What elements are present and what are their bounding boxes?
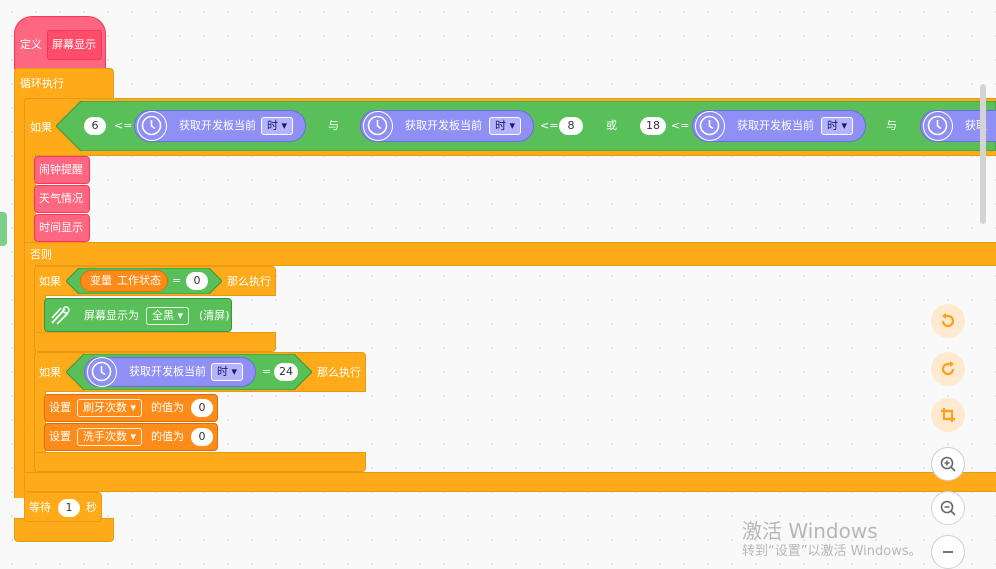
zoom-in-icon	[940, 456, 956, 472]
wait-value-field[interactable]: 1	[58, 499, 80, 517]
display-label: 屏幕显示为	[84, 309, 139, 322]
if-else-if-label: 如果	[30, 121, 52, 134]
clock-icon	[137, 111, 167, 141]
if1-bottom	[34, 332, 276, 352]
if2-sensor-label: 获取开发板当前	[129, 365, 206, 378]
and-label-2: 与	[886, 119, 897, 132]
or-label: 或	[606, 119, 617, 132]
set-value-field-1[interactable]: 0	[191, 399, 213, 417]
flyout-edge-tab[interactable]	[0, 212, 7, 246]
left-number-field[interactable]: 6	[84, 117, 106, 135]
set-value-field-2[interactable]: 0	[191, 428, 213, 446]
zoom-in-button[interactable]	[931, 447, 965, 481]
zoom-out-icon	[940, 500, 956, 516]
crop-icon	[941, 408, 955, 422]
sensor-block-3[interactable]: 获取开发板当前 时 ▾	[692, 110, 866, 142]
left-number-field-2[interactable]: 18	[640, 117, 666, 135]
if-else-condition-content: 6 <= 获取开发板当前 时 ▾ 与 获取开发板当前 时 ▾ <= 8 或 18…	[56, 101, 996, 151]
op-le-2: <=	[540, 119, 559, 132]
variable-reporter[interactable]: 变量 工作状态	[80, 270, 168, 292]
undo-icon	[941, 313, 955, 328]
crop-button[interactable]	[931, 398, 965, 432]
call-block-time[interactable]: 时间显示	[34, 214, 90, 242]
unit-dropdown-3[interactable]: 时 ▾	[821, 117, 854, 135]
display-suffix: (清屏)	[199, 309, 230, 322]
call-block-alarm[interactable]: 闹钟提醒	[34, 156, 90, 184]
right-number-field[interactable]: 8	[559, 117, 583, 135]
call-label: 时间显示	[39, 221, 83, 234]
if2-value-field[interactable]: 24	[274, 363, 298, 381]
define-keyword: 定义	[20, 38, 42, 51]
set-block-1[interactable]: 设置 刷牙次数 ▾ 的值为 0	[44, 394, 218, 422]
set-block-2[interactable]: 设置 洗手次数 ▾ 的值为 0	[44, 423, 218, 451]
reset-zoom-icon	[943, 551, 953, 553]
if1-then-label: 那么执行	[227, 275, 271, 288]
if2-eq: =	[262, 365, 272, 378]
define-name: 屏幕显示	[52, 38, 96, 51]
else-bar: 否则	[24, 242, 996, 266]
set-var-dropdown-1[interactable]: 刷牙次数 ▾	[77, 399, 143, 417]
clock-icon	[87, 357, 117, 387]
sensor-block-1[interactable]: 获取开发板当前 时 ▾	[134, 110, 306, 142]
call-label: 闹钟提醒	[39, 163, 83, 176]
define-block[interactable]: 定义 屏幕显示	[14, 16, 106, 72]
set-value-label: 的值为	[151, 430, 184, 443]
sensor-block-2[interactable]: 获取开发板当前 时 ▾	[360, 110, 534, 142]
call-block-weather[interactable]: 天气情况	[34, 185, 90, 213]
if1-value-field[interactable]: 0	[186, 272, 208, 290]
redo-icon	[941, 361, 955, 376]
reset-zoom-button[interactable]	[931, 535, 965, 569]
variable-name: 工作状态	[117, 274, 161, 287]
display-block[interactable]: 屏幕显示为 全黑 ▾ (清屏)	[44, 298, 232, 332]
clock-icon	[923, 111, 953, 141]
and-label-1: 与	[328, 119, 339, 132]
sensor-label-2: 获取开发板当前	[405, 119, 482, 132]
if1-label: 如果	[39, 275, 61, 288]
if1-eq: =	[172, 274, 182, 287]
vertical-scrollbar[interactable]	[980, 84, 986, 224]
set-value-label: 的值为	[151, 401, 184, 414]
else-label: 否则	[30, 248, 52, 261]
set-var-dropdown-2[interactable]: 洗手次数 ▾	[77, 428, 143, 446]
op-le-3: <=	[671, 119, 690, 132]
clock-icon	[363, 111, 393, 141]
op-le-1: <=	[114, 119, 133, 132]
redo-button[interactable]	[931, 352, 965, 386]
display-option-dropdown[interactable]: 全黑 ▾	[146, 307, 190, 325]
unit-dropdown-1[interactable]: 时 ▾	[261, 117, 294, 135]
set-label: 设置	[49, 401, 71, 414]
if2-unit-dropdown[interactable]: 时 ▾	[211, 363, 244, 381]
undo-button[interactable]	[931, 304, 965, 338]
wait-unit: 秒	[86, 501, 97, 514]
if2-then-label: 那么执行	[317, 366, 361, 379]
activation-watermark-title: 激活 Windows	[742, 519, 878, 543]
display-icon	[51, 306, 70, 325]
call-label: 天气情况	[39, 192, 83, 205]
variable-prefix: 变量	[90, 274, 112, 287]
sensor-label-1: 获取开发板当前	[179, 119, 256, 132]
activation-watermark-subtitle: 转到“设置”以激活 Windows。	[742, 544, 922, 559]
forever-label: 循环执行	[20, 77, 64, 90]
zoom-out-button[interactable]	[931, 491, 965, 525]
wait-block[interactable]: 等待 1 秒	[24, 492, 102, 522]
define-name-box: 屏幕显示	[47, 30, 102, 60]
if2-label: 如果	[39, 366, 61, 379]
if-else-bottom	[24, 472, 996, 492]
wait-label: 等待	[29, 501, 51, 514]
if2-bottom	[34, 452, 366, 472]
if2-sensor-block[interactable]: 获取开发板当前 时 ▾	[84, 357, 256, 387]
sensor-label-3: 获取开发板当前	[737, 119, 814, 132]
unit-dropdown-2[interactable]: 时 ▾	[489, 117, 522, 135]
forever-block[interactable]: 循环执行	[14, 68, 114, 100]
set-label: 设置	[49, 430, 71, 443]
clock-icon	[695, 111, 725, 141]
